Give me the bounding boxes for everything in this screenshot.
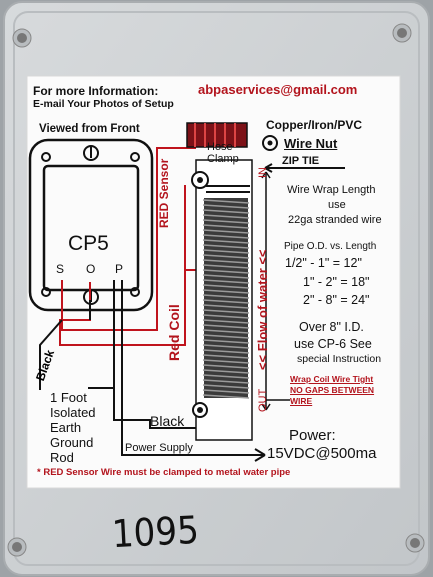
- hose-clamp-line: Hose: [207, 141, 233, 153]
- screw-top-left-icon: [12, 28, 32, 48]
- flow-in-label: IN: [257, 167, 269, 178]
- ground-rod-line: Rod: [50, 450, 74, 465]
- ground-rod-line: 1 Foot: [50, 390, 87, 405]
- handwritten-number: 1095: [110, 507, 200, 557]
- power-value: 15VDC@500ma: [267, 445, 377, 462]
- terminal-o-label: O: [86, 262, 96, 276]
- flow-out-label: OUT: [257, 388, 269, 412]
- wire-coil-drawing: [202, 199, 250, 399]
- special-instruction-label: special Instruction: [297, 353, 382, 365]
- wire-wrap-use-label: use: [328, 199, 346, 211]
- hose-clamp-label: Hose Clamp: [207, 141, 239, 165]
- screw-bottom-left-icon: [7, 537, 27, 557]
- pipe-types-label: Copper/Iron/PVC: [266, 118, 363, 132]
- power-label: Power:: [289, 427, 336, 444]
- screw-bottom-right-icon: [405, 533, 425, 553]
- red-sensor-label: RED Sensor: [157, 158, 171, 228]
- pipe-size-row: 1" - 2" = 18": [303, 275, 370, 289]
- info-line-1: For more Information:: [33, 84, 159, 98]
- ground-rod-line: Isolated: [50, 405, 96, 420]
- ground-rod-line: Ground: [50, 435, 94, 450]
- wiring: [39, 147, 266, 462]
- pipe-od-title: Pipe O.D. vs. Length: [284, 241, 377, 252]
- footer-note: * RED Sensor Wire must be clamped to met…: [37, 467, 291, 478]
- use-cp6-label: use CP-6 See: [294, 337, 372, 351]
- module-model-label: CP5: [68, 232, 109, 255]
- hose-clamp-drawing: [186, 122, 248, 148]
- contact-email: abpaservices@gmail.com: [198, 82, 358, 97]
- zip-tie-arrow-icon: [264, 163, 345, 173]
- info-line-2: E-mail Your Photos of Setup: [33, 98, 174, 110]
- wire-nut-label: Wire Nut: [284, 136, 338, 151]
- wire-wrap-length-label: Wire Wrap Length: [287, 184, 376, 196]
- black-wire-label-bottom: Black: [150, 413, 185, 429]
- wire-wrap-length-arrow-icon: [261, 171, 290, 411]
- wrap-warning-line: NO GAPS BETWEEN: [290, 385, 375, 395]
- wire-nut-icon: [262, 135, 278, 151]
- ground-rod-line: Earth: [50, 420, 82, 435]
- red-coil-label: Red Coil: [166, 304, 182, 361]
- terminal-p-label: P: [115, 262, 124, 276]
- viewed-from-label: Viewed from Front: [39, 123, 140, 135]
- terminal-s-label: S: [56, 262, 65, 276]
- pipe-size-row: 1/2" - 1" = 12": [285, 256, 362, 270]
- zip-tie-label: ZIP TIE: [282, 155, 320, 167]
- ground-rod-label: 1 Foot Isolated Earth Ground Rod: [50, 390, 130, 465]
- screw-top-right-icon: [392, 23, 412, 43]
- flow-direction-label: << Flow of water <<: [255, 249, 270, 370]
- over-8-label: Over 8" I.D.: [299, 320, 364, 334]
- wire-gauge-label: 22ga stranded wire: [288, 214, 382, 226]
- power-supply-label: Power Supply: [125, 442, 193, 454]
- wrap-warning-line: Wrap Coil Wire Tight: [290, 374, 374, 384]
- wrap-warning-line: WIRE: [290, 396, 313, 406]
- hose-clamp-line: Clamp: [207, 153, 239, 165]
- pipe-size-row: 2" - 8" = 24": [303, 293, 370, 307]
